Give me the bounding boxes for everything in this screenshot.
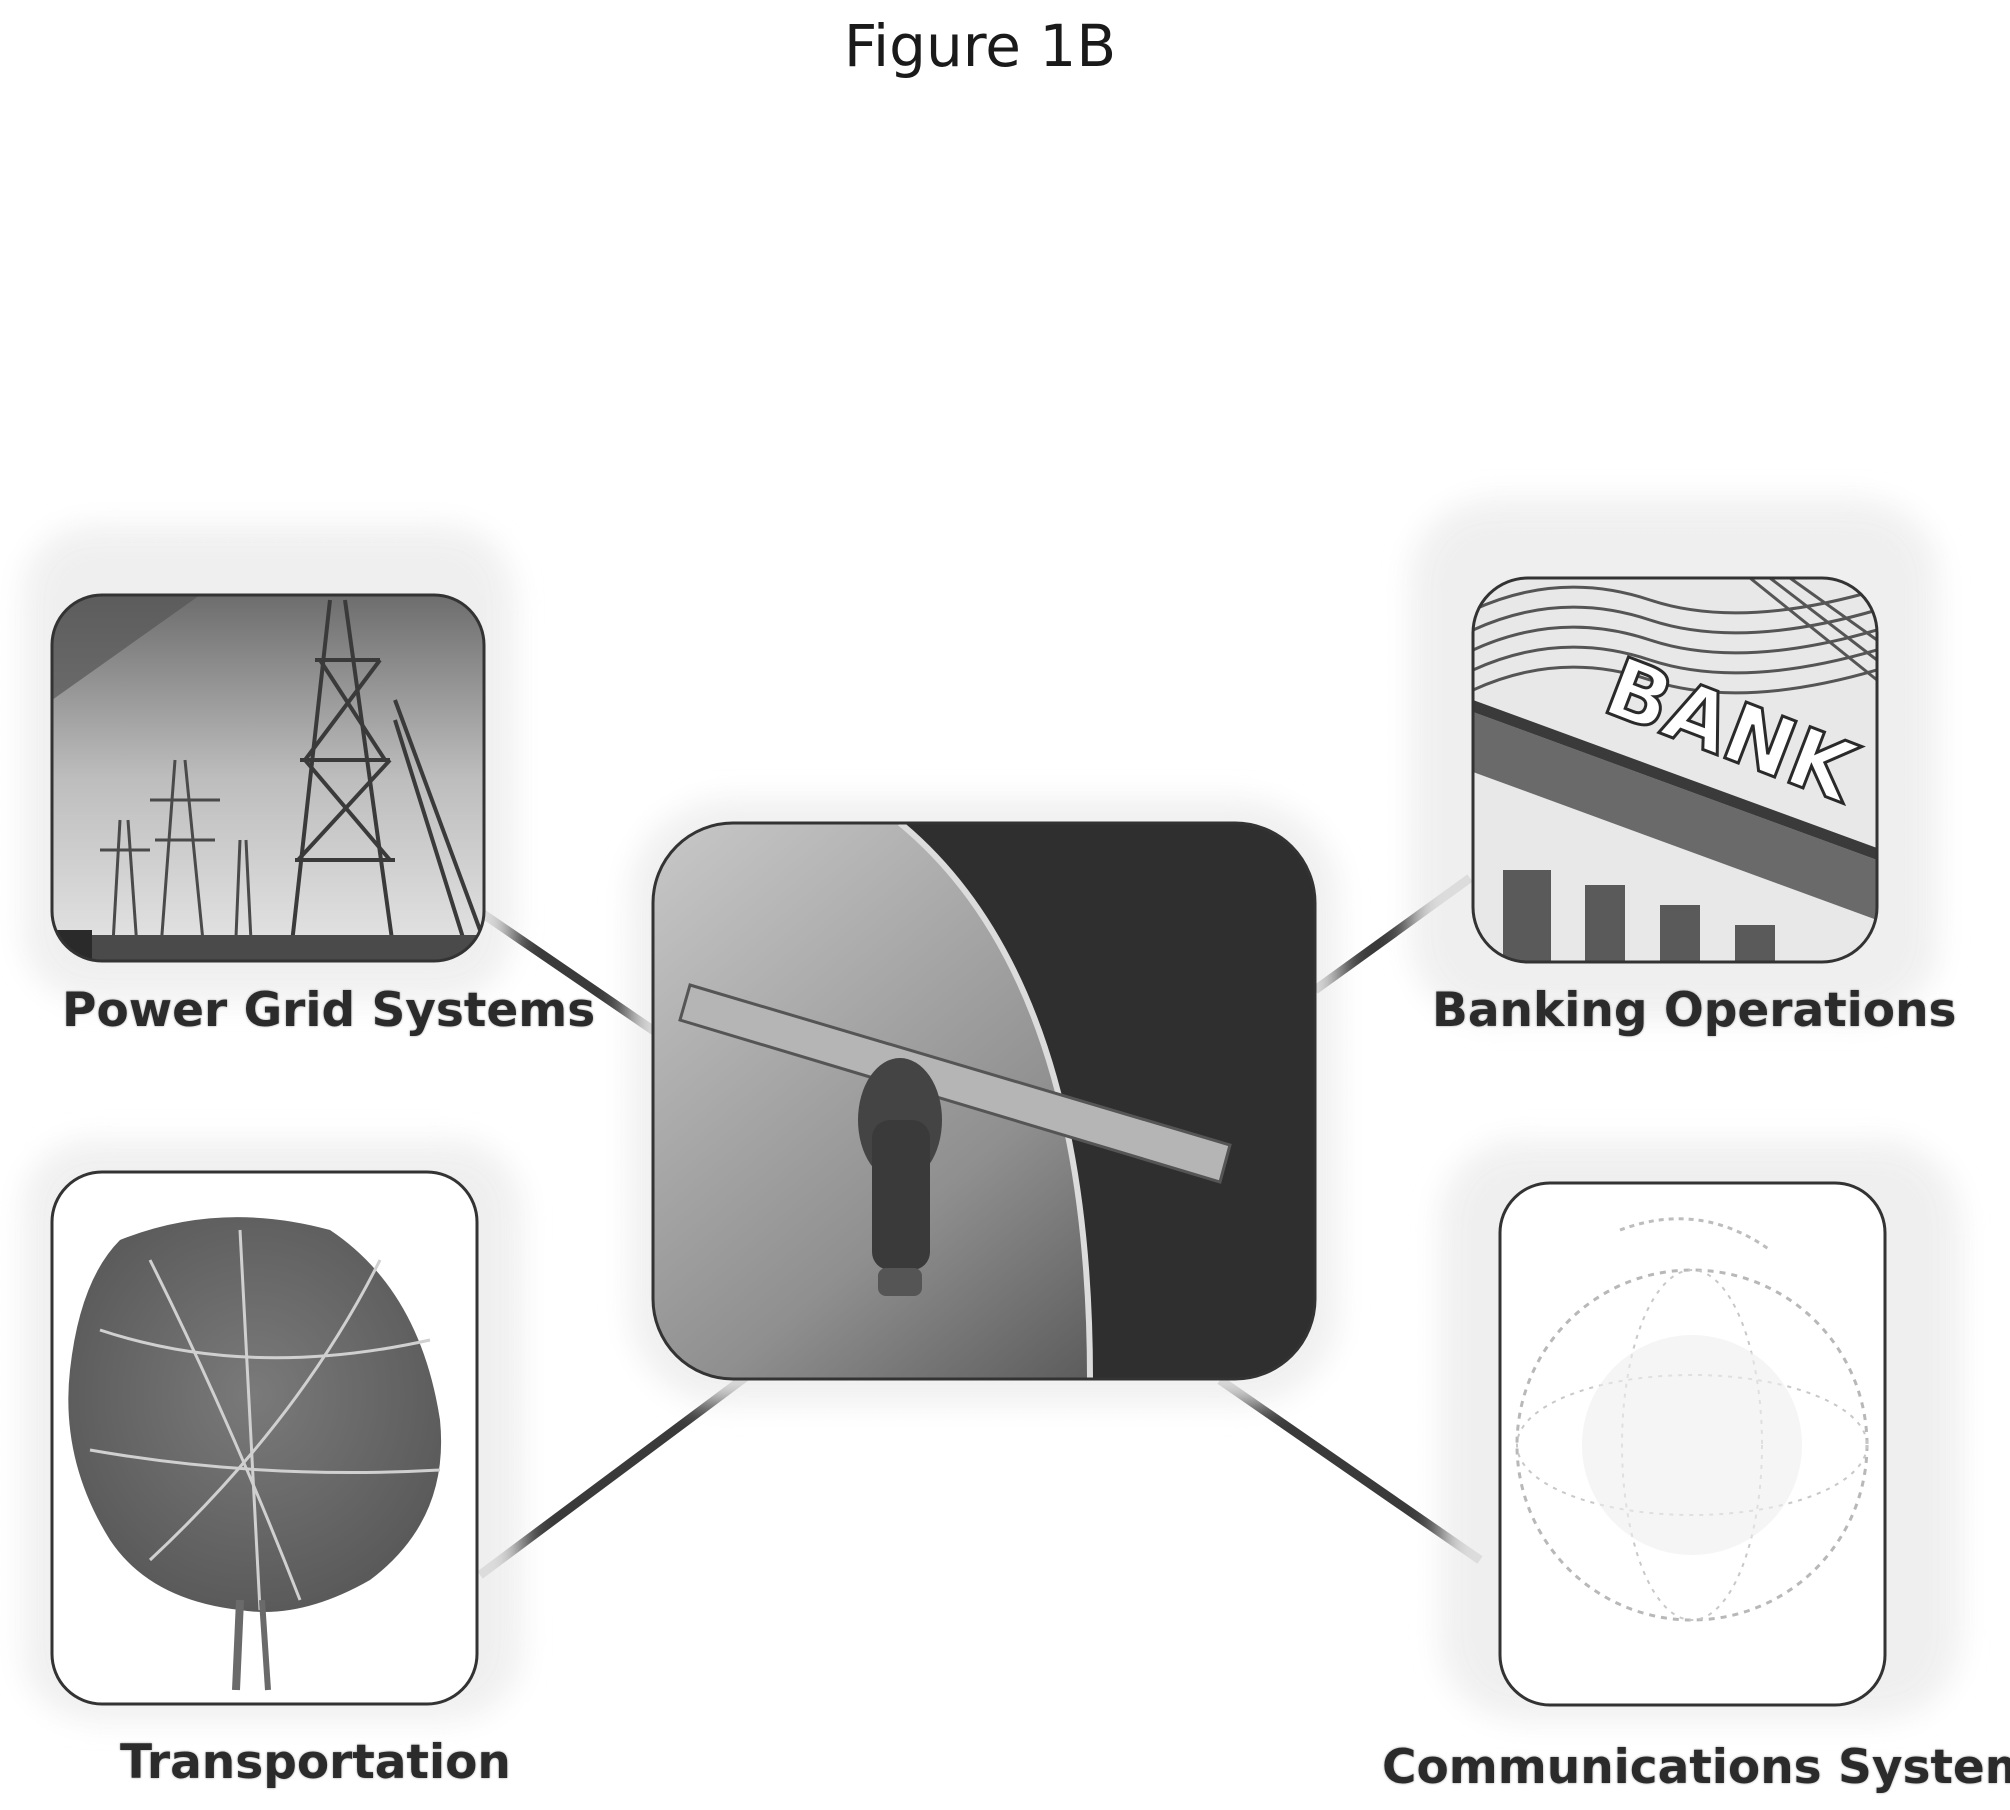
road-map-icon bbox=[68, 1217, 442, 1691]
satellite-icon bbox=[653, 823, 1315, 1379]
center-node bbox=[628, 800, 1340, 1406]
power-grid-node bbox=[22, 525, 514, 1001]
transmission-tower-icon bbox=[52, 595, 484, 961]
banking-node: BANK bbox=[1410, 500, 1940, 1020]
communications-node bbox=[1440, 1140, 1960, 1720]
communications-label: Communications Systems bbox=[1382, 1740, 2010, 1795]
connector-communications bbox=[1217, 1376, 1483, 1564]
transportation-node bbox=[22, 1140, 522, 1720]
bank-building-icon: BANK bbox=[1473, 578, 1877, 962]
transportation-label: Transportation bbox=[120, 1735, 511, 1790]
globe-network-icon bbox=[1515, 1217, 1869, 1622]
banking-label: Banking Operations bbox=[1432, 983, 1957, 1038]
figure-title: Figure 1B bbox=[843, 12, 1117, 80]
power-grid-label: Power Grid Systems bbox=[62, 983, 596, 1038]
